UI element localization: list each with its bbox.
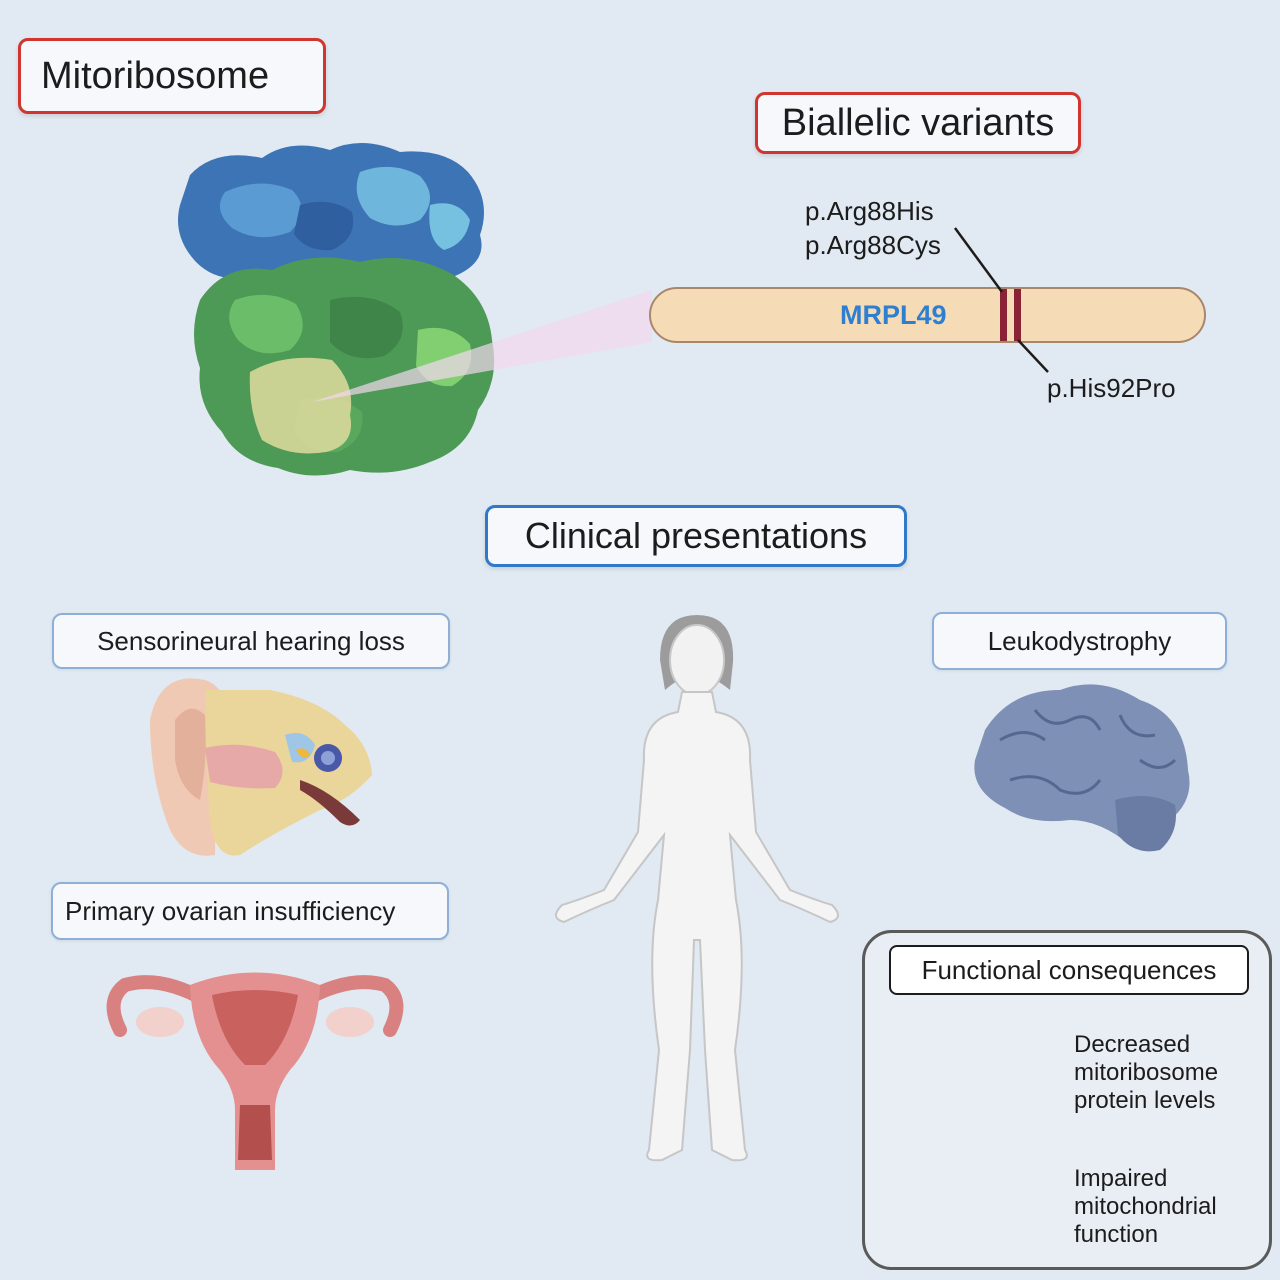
consequence-mitochondrial-function: Impaired mitochondrial function — [1074, 1165, 1217, 1249]
clinical-presentations-title-text: Clinical presentations — [524, 515, 868, 556]
ear-illustration — [150, 678, 372, 856]
variant-pointer-top — [953, 227, 1004, 293]
variant-mark-2 — [1014, 289, 1021, 341]
consequence-line: function — [1074, 1221, 1159, 1248]
gene-name: MRPL49 — [840, 300, 947, 330]
biallelic-variants-title-text: Biallelic variants — [781, 101, 1055, 144]
mitoribosome-title-text: Mitoribosome — [41, 54, 270, 97]
leukodystrophy-text: Leukodystrophy — [987, 625, 1172, 656]
hearing-loss-text: Sensorineural hearing loss — [97, 625, 405, 656]
mitoribosome-illustration — [178, 142, 495, 476]
ovarian-insufficiency-label: Primary ovarian insufficiency — [51, 882, 449, 940]
uterus-illustration — [106, 972, 404, 1170]
variant-arg88cys: p.Arg88Cys — [805, 230, 941, 260]
biallelic-variants-title: Biallelic variants — [755, 92, 1081, 154]
human-figure — [555, 615, 839, 1162]
brain-illustration — [974, 684, 1190, 852]
variant-arg88his: p.Arg88His — [805, 196, 934, 226]
gene-bar — [649, 227, 1206, 373]
clinical-presentations-title: Clinical presentations — [485, 505, 907, 567]
consequence-line: Decreased — [1074, 1031, 1191, 1058]
consequence-line: protein levels — [1074, 1087, 1216, 1114]
hearing-loss-label: Sensorineural hearing loss — [52, 613, 450, 669]
consequence-line: Impaired — [1074, 1165, 1168, 1192]
ovarian-insufficiency-text: Primary ovarian insufficiency — [65, 895, 396, 926]
variant-pointer-bottom — [1017, 339, 1049, 373]
mrpl49-region — [249, 357, 352, 454]
zoom-beam — [312, 290, 652, 402]
consequence-line: mitoribosome — [1074, 1059, 1219, 1086]
variant-mark-1 — [1000, 289, 1007, 341]
variant-his92pro: p.His92Pro — [1047, 373, 1176, 403]
mitoribosome-title: Mitoribosome — [18, 38, 326, 114]
consequence-protein-levels: Decreased mitoribosome protein levels — [1074, 1031, 1218, 1115]
functional-consequences-title-text: Functional consequences — [921, 954, 1217, 985]
leukodystrophy-label: Leukodystrophy — [932, 612, 1227, 670]
consequence-line: mitochondrial — [1074, 1193, 1217, 1220]
functional-consequences-title: Functional consequences — [889, 945, 1249, 995]
